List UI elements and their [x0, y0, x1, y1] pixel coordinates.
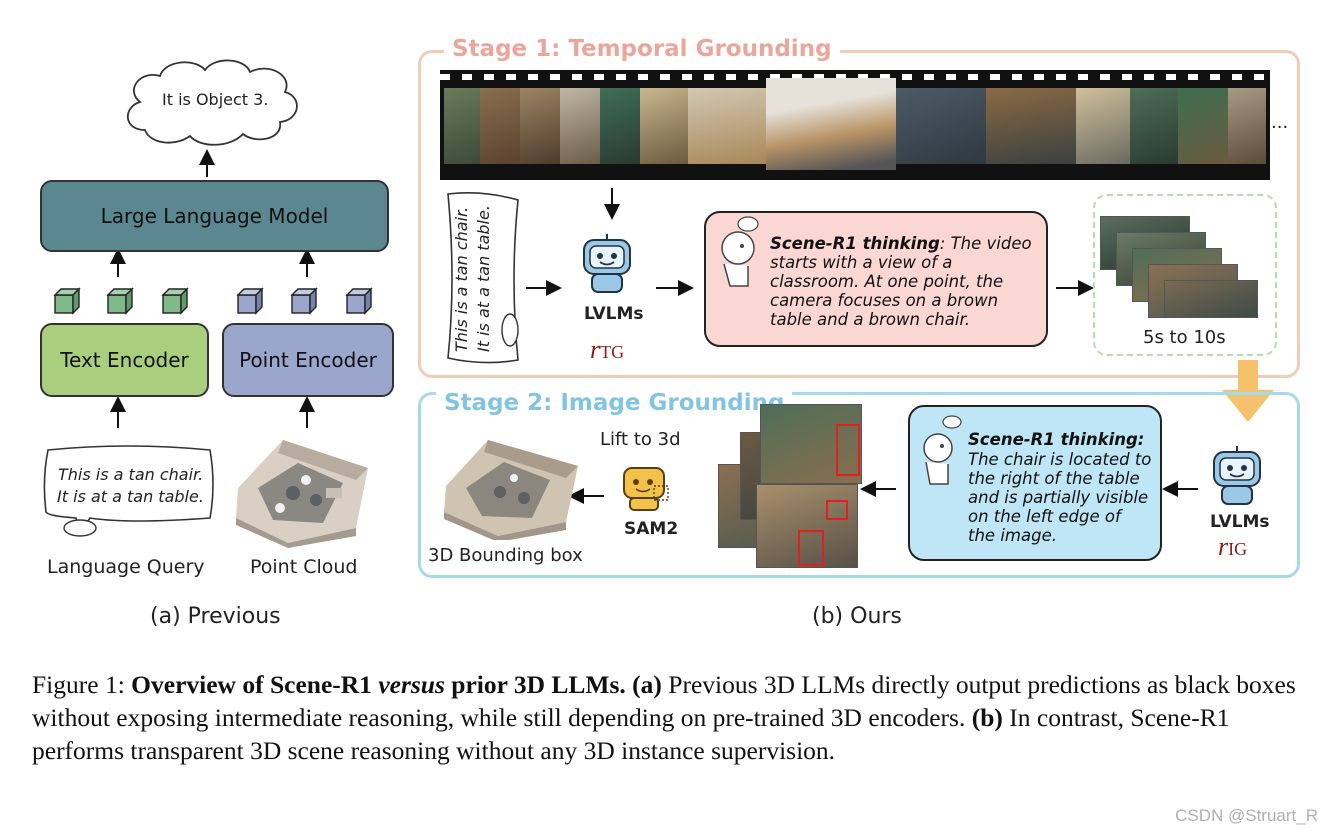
- lift-to-3d-label: Lift to 3d: [600, 429, 681, 450]
- panel-a-arrows: [110, 149, 315, 428]
- query-bubble-icon: [43, 445, 214, 537]
- 3d-scene-output-image: [444, 440, 578, 540]
- thinking-text-stage1: Scene-R1 thinking: The video starts with…: [770, 234, 1032, 329]
- thinking-bubble-stage1: [704, 211, 1048, 347]
- stage1-frame: [418, 50, 1300, 378]
- sam-label: SAM2: [624, 519, 679, 539]
- thinker-head-icon: [721, 216, 759, 287]
- sam-robot-icon: [623, 467, 669, 511]
- thinking-title-stage2: Scene-R1 thinking:: [968, 430, 1145, 449]
- r-tg-symbol: rTG: [590, 335, 625, 364]
- speech-cloud-icon: [126, 59, 298, 146]
- film-strip: [440, 70, 1270, 180]
- watermark: CSDN @Struart_R: [1175, 806, 1318, 825]
- speech-bubble-text: It is Object 3.: [162, 90, 269, 109]
- point-cloud-label: Point Cloud: [250, 556, 358, 578]
- point-encoder-box: Point Encoder: [222, 323, 394, 397]
- figure-caption: Figure 1: Overview of Scene-R1 versus pr…: [32, 670, 1296, 765]
- thinking-text-stage2: The chair is located to the right of the…: [968, 450, 1152, 545]
- stage-transition-arrow-icon: [1222, 360, 1274, 422]
- lvlm-label-stage1: LVLMs: [584, 304, 644, 324]
- robot-icon: [583, 234, 631, 293]
- query-line-2: It is at a tan table.: [57, 487, 204, 506]
- stage2-title: Stage 2: Image Grounding: [436, 390, 793, 416]
- lvlm-label-stage2: LVLMs: [1210, 512, 1270, 532]
- panel-b-subtitle: (b) Ours: [812, 604, 902, 629]
- token-cubes: [53, 287, 373, 315]
- film-strip-bottom: [440, 170, 1270, 180]
- 3d-bbox-label: 3D Bounding box: [428, 545, 583, 566]
- grounding-box: [826, 500, 848, 520]
- stage1-title: Stage 1: Temporal Grounding: [444, 36, 840, 62]
- r-ig-symbol: rIG: [1218, 532, 1248, 561]
- language-query-label: Language Query: [47, 556, 205, 578]
- grounding-box: [836, 424, 860, 476]
- point-cloud-image: [236, 440, 368, 548]
- stage2-frame: [418, 392, 1300, 578]
- selected-frames-box: [1093, 194, 1277, 356]
- query-scroll-icon: [447, 192, 519, 364]
- cube-icon: [53, 287, 373, 315]
- text-encoder-box: Text Encoder: [40, 323, 209, 397]
- panel-b-arrows: [526, 188, 1198, 504]
- thinking-bubble-stage2: [908, 405, 1162, 561]
- panel-a-subtitle: (a) Previous: [150, 604, 281, 629]
- grounding-box: [798, 530, 824, 566]
- time-range-label: 5s to 10s: [1143, 327, 1226, 348]
- robot-icon: [1213, 446, 1261, 505]
- film-ellipsis: ...: [1271, 112, 1289, 133]
- llm-box: Large Language Model: [40, 180, 389, 252]
- query-line-1: This is a tan chair.: [58, 465, 204, 484]
- thinker-head-icon: [923, 415, 962, 485]
